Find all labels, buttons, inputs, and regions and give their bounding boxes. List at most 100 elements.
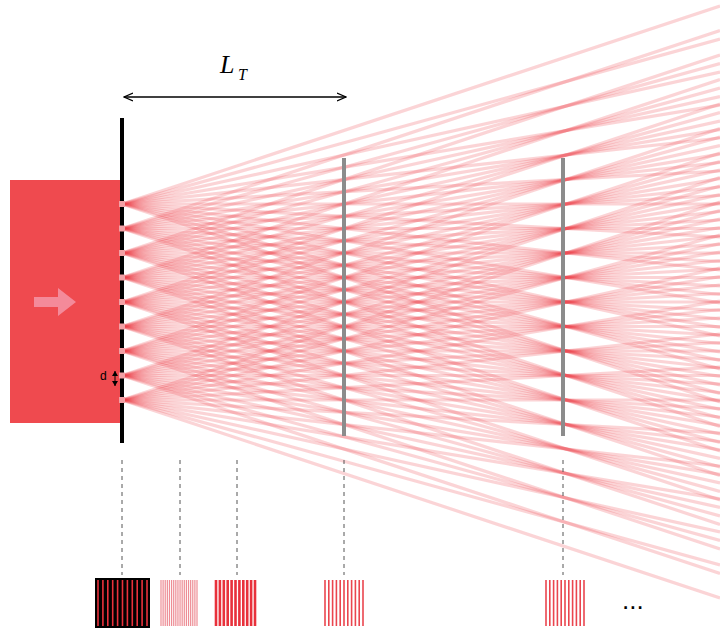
ray [122,400,720,565]
fringe [328,580,330,626]
grating [120,118,124,443]
fringe [97,580,99,626]
fringe [188,580,189,626]
beam-arrow [34,288,76,316]
ray [122,202,720,400]
ray [122,235,720,400]
fringe [179,580,180,626]
ray [122,376,720,574]
fringe [339,580,341,626]
ray [122,367,720,400]
grating-slits [119,201,125,403]
length-subscript: T [238,66,247,84]
fringe [107,580,109,626]
fringe [230,580,233,626]
fringe [163,580,164,626]
ray [122,6,720,204]
ray [122,398,720,401]
ray [122,301,720,400]
fringe [117,580,119,626]
slit [119,348,125,354]
fringe [351,580,353,626]
slit [119,299,125,305]
fringe [576,580,578,626]
slit [119,373,125,379]
fringe [242,580,245,626]
fringe [160,580,161,626]
ray [122,400,720,466]
ray [122,178,720,376]
fringe [250,580,253,626]
fringe [184,580,185,626]
length-symbol: L [220,50,234,80]
period-label: d [100,369,107,383]
fringe [169,580,170,626]
fringe [568,580,570,626]
ray [122,376,720,541]
fringe [186,580,187,626]
intensity-patterns [95,578,584,628]
fringe [165,580,166,626]
fringe [122,580,124,626]
ray [122,153,720,351]
fringe [132,580,134,626]
fringe [545,580,547,626]
slit [119,324,125,330]
slit [119,226,125,232]
fringe [355,580,357,626]
ray [122,400,720,598]
fringe [182,580,183,626]
fringe [127,580,129,626]
fringe [560,580,562,626]
diffracted-rays [122,6,720,598]
fringe [167,580,168,626]
ray [122,31,720,229]
fringe [564,580,566,626]
slit [119,397,125,403]
fringe [343,580,345,626]
fringe [171,580,172,626]
ray [122,219,720,351]
ray [122,400,720,532]
fringe [215,580,218,626]
fringe [192,580,193,626]
fringe [347,580,349,626]
fringe [324,580,326,626]
fringe [549,580,551,626]
fringe [234,580,237,626]
period-arrow [115,371,116,386]
ray [122,80,720,278]
fringe [238,580,241,626]
talbot-plane [342,158,346,436]
fringe [219,580,222,626]
ray [122,104,720,302]
fringe [173,580,174,626]
fringe [177,580,178,626]
fringe [583,580,585,626]
talbot-length-arrow [124,96,346,97]
fringe [223,580,226,626]
pattern-ground [95,578,150,628]
fringe [246,580,249,626]
fringe [572,580,574,626]
fringe [190,580,191,626]
ray [122,129,720,327]
fringe [146,580,148,626]
fringe [579,580,581,626]
fringe [112,580,114,626]
fringe [254,580,257,626]
guide-lines [122,460,563,575]
fringe [553,580,555,626]
slit [119,201,125,207]
fringe [196,580,197,626]
slit [119,275,125,281]
fringe [102,580,104,626]
ray [122,268,720,400]
ray [122,55,720,253]
fringe [362,580,364,626]
fringe [226,580,229,626]
fringe [194,580,195,626]
fringe [336,580,338,626]
fringe [175,580,176,626]
